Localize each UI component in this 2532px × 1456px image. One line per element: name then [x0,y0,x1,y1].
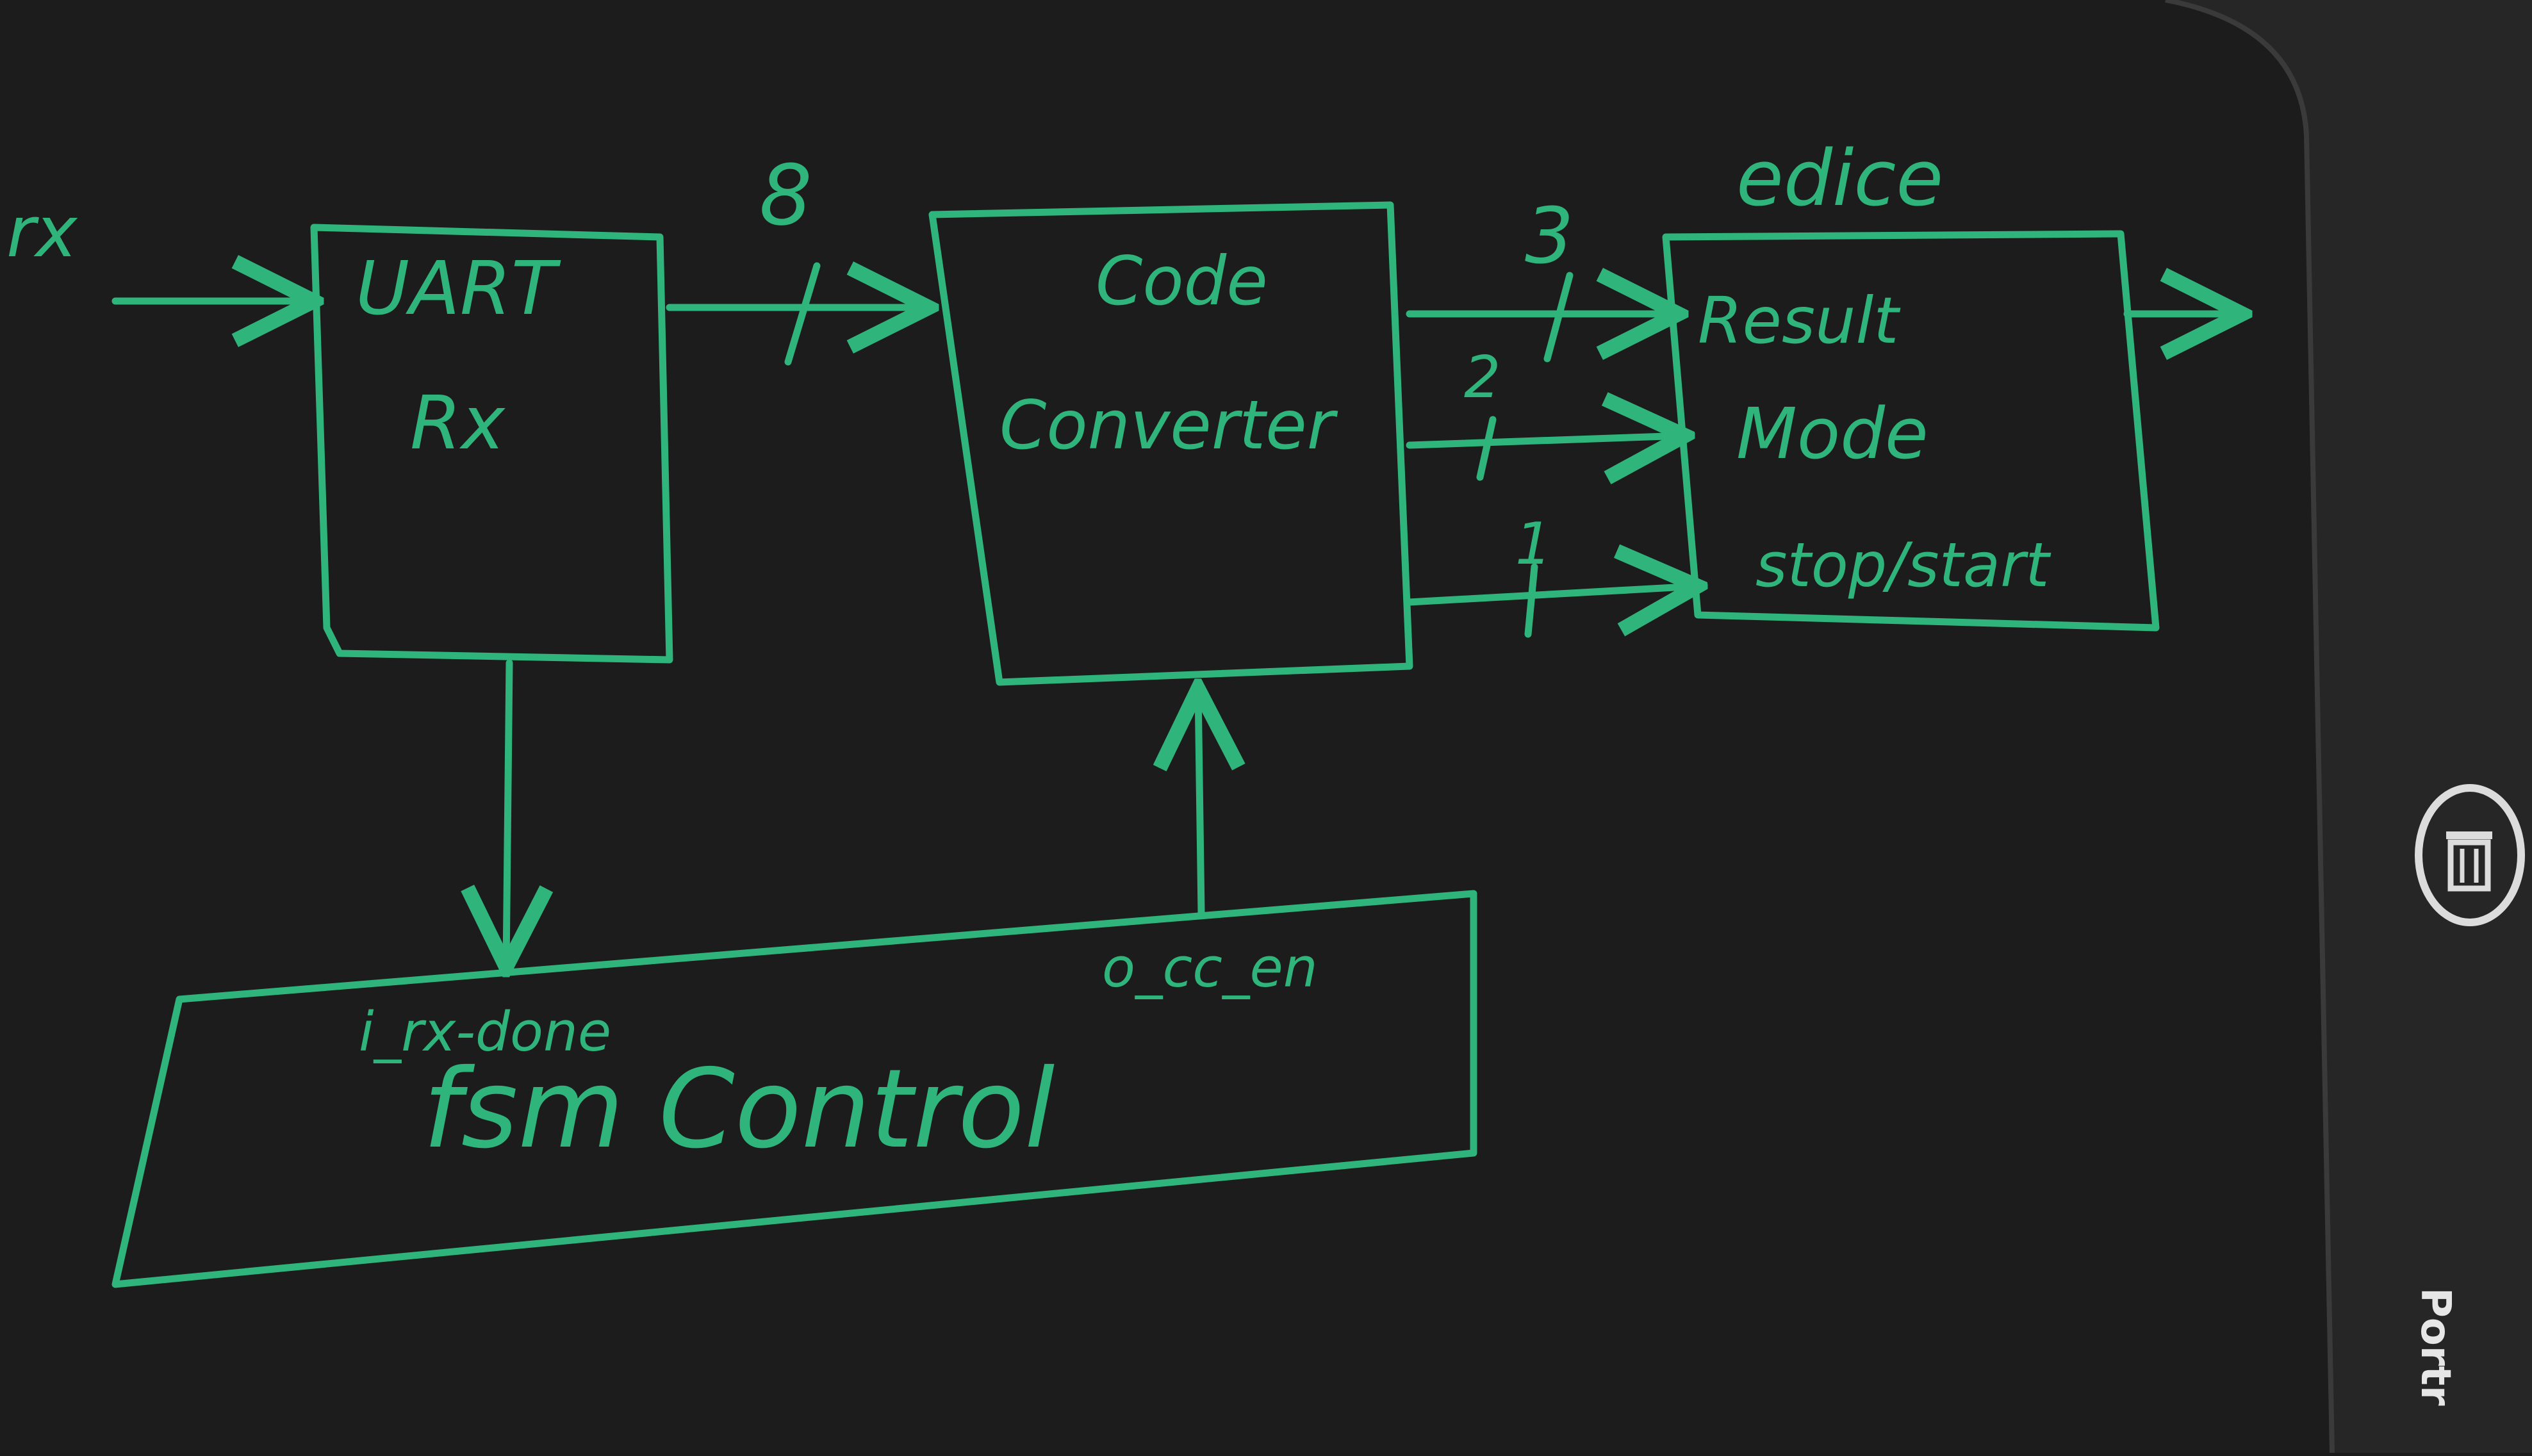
stop-start-port-label: stop/start [1755,530,2051,601]
bus-width-2: 2 [1464,344,1500,411]
rx-label: Rx [410,380,506,466]
uart-to-fsm-wire [506,659,509,967]
uart-label: UART [356,246,561,332]
screen-edge [2165,0,2335,1453]
stop-start-wire [1406,586,1698,602]
result-bus-slash [1543,272,1574,363]
converter-label: Converter [999,386,1338,464]
edice-block [1662,230,2160,632]
edice-title: edice [1736,135,1943,224]
erase-button[interactable] [2415,784,2525,926]
bus-width-8: 8 [759,147,812,244]
code-converter-block [928,201,1413,686]
rx-input-label: rx [6,191,78,273]
fsm-to-converter-wire [1198,689,1201,917]
mode-bus [1406,436,1685,445]
tablet-screen [0,0,2332,1453]
stop-start-tick [1524,563,1538,638]
fsm-output-signal: o_cc_en [1102,937,1318,1000]
mode-port-label: Mode [1736,393,1928,475]
code-label: Code [1096,242,1268,320]
uart-bus-slash [784,262,821,366]
bus-width-1: 1 [1515,511,1552,578]
fsm-input-signal: i_rx-done [359,1001,611,1064]
brand-label: Portr [2412,1288,2459,1406]
result-port-label: Result [1698,283,1901,358]
bus-width-3: 3 [1525,192,1574,281]
trash-icon [2446,831,2492,892]
fsm-control-label: fsm Control [423,1046,1055,1173]
uart-rx-block [310,224,673,664]
fsm-control-block [111,890,1477,1288]
mode-bus-slash [1476,416,1497,481]
